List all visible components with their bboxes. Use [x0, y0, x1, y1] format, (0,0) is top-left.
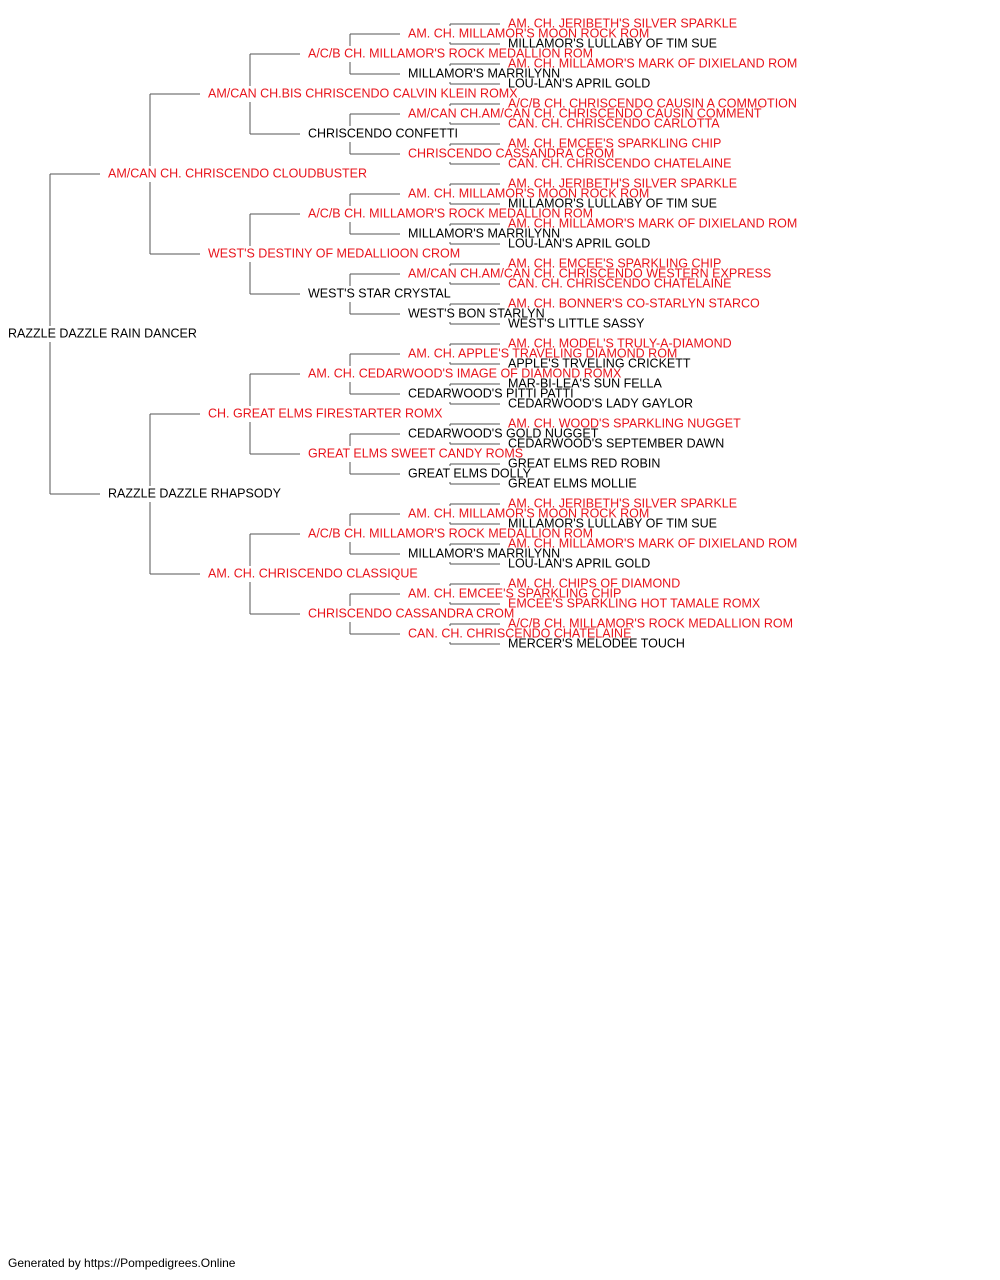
pedigree-name-gen5: CAN. CH. CHRISCENDO CHATELAINE — [508, 156, 731, 170]
pedigree-name-gen5: AM. CH. EMCEE'S SPARKLING CHIP — [508, 256, 721, 270]
pedigree-name-gen5: A/C/B CH. CHRISCENDO CAUSIN A COMMOTION — [508, 96, 797, 110]
pedigree-name-gen3: CHRISCENDO CONFETTI — [308, 126, 458, 140]
pedigree-name-gen4: AM/CAN CH.AM/CAN CH. CHRISCENDO WESTERN … — [408, 266, 771, 280]
pedigree-name-gen5: MERCER'S MELODEE TOUCH — [508, 636, 685, 650]
pedigree-name-gen4: AM. CH. EMCEE'S SPARKLING CHIP — [408, 586, 621, 600]
pedigree-name-gen2: WEST'S DESTINY OF MEDALLIOON CROM — [208, 246, 460, 260]
pedigree-name-gen3: CHRISCENDO CASSANDRA CROM — [308, 606, 514, 620]
pedigree-name-gen3: WEST'S STAR CRYSTAL — [308, 286, 451, 300]
pedigree-name-gen5: AM. CH. CHIPS OF DIAMOND — [508, 576, 680, 590]
pedigree-name-gen4: AM/CAN CH.AM/CAN CH. CHRISCENDO CAUSIN C… — [408, 106, 762, 120]
pedigree-name-gen1: RAZZLE DAZZLE RHAPSODY — [108, 486, 282, 500]
pedigree-name-gen3: AM. CH. CEDARWOOD'S IMAGE OF DIAMOND ROM… — [308, 366, 622, 380]
pedigree-name-gen5: MAR-BI-LEA'S SUN FELLA — [508, 376, 662, 390]
pedigree-name-gen5: AM. CH. MODEL'S TRULY-A-DIAMOND — [508, 336, 732, 350]
pedigree-name-gen5: LOU-LAN'S APRIL GOLD — [508, 76, 650, 90]
pedigree-name-gen3: A/C/B CH. MILLAMOR'S ROCK MEDALLION ROM — [308, 526, 593, 540]
pedigree-name-gen4: MILLAMOR'S MARRILYNN — [408, 66, 560, 80]
pedigree-name-gen5: MILLAMOR'S LULLABY OF TIM SUE — [508, 196, 717, 210]
pedigree-name-gen5: CEDARWOOD'S SEPTEMBER DAWN — [508, 436, 724, 450]
pedigree-name-gen4: MILLAMOR'S MARRILYNN — [408, 546, 560, 560]
pedigree-name-gen1: AM/CAN CH. CHRISCENDO CLOUDBUSTER — [108, 166, 367, 180]
pedigree-name-gen5: LOU-LAN'S APRIL GOLD — [508, 236, 650, 250]
pedigree-name-gen4: AM. CH. APPLE'S TRAVELING DIAMOND ROM — [408, 346, 677, 360]
pedigree-name-gen5: AM. CH. WOOD'S SPARKLING NUGGET — [508, 416, 741, 430]
generated-by-footer: Generated by https://Pompedigrees.Online — [8, 1256, 236, 1270]
pedigree-name-gen5: CAN. CH. CHRISCENDO CHATELAINE — [508, 276, 731, 290]
pedigree-name-gen0: RAZZLE DAZZLE RAIN DANCER — [8, 326, 197, 340]
pedigree-name-gen5: WEST'S LITTLE SASSY — [508, 316, 645, 330]
pedigree-name-gen4: WEST'S BON STARLYN — [408, 306, 545, 320]
pedigree-name-gen3: A/C/B CH. MILLAMOR'S ROCK MEDALLION ROM — [308, 206, 593, 220]
pedigree-name-gen3: GREAT ELMS SWEET CANDY ROMS — [308, 446, 523, 460]
pedigree-name-gen5: APPLE'S TRVELING CRICKETT — [508, 356, 691, 370]
pedigree-name-gen2: AM. CH. CHRISCENDO CLASSIQUE — [208, 566, 418, 580]
pedigree-name-gen5: AM. CH. MILLAMOR'S MARK OF DIXIELAND ROM — [508, 56, 797, 70]
pedigree-name-gen5: EMCEE'S SPARKLING HOT TAMALE ROMX — [508, 596, 761, 610]
pedigree-name-gen5: AM. CH. MILLAMOR'S MARK OF DIXIELAND ROM — [508, 216, 797, 230]
pedigree-name-gen4: CHRISCENDO CASSANDRA CROM — [408, 146, 614, 160]
pedigree-name-gen5: GREAT ELMS RED ROBIN — [508, 456, 660, 470]
pedigree-name-gen4: CEDARWOOD'S PITTI PATTI — [408, 386, 574, 400]
pedigree-name-gen4: GREAT ELMS DOLLY — [408, 466, 532, 480]
pedigree-name-gen5: LOU-LAN'S APRIL GOLD — [508, 556, 650, 570]
pedigree-name-gen5: MILLAMOR'S LULLABY OF TIM SUE — [508, 516, 717, 530]
pedigree-name-gen2: CH. GREAT ELMS FIRESTARTER ROMX — [208, 406, 443, 420]
pedigree-name-gen2: AM/CAN CH.BIS CHRISCENDO CALVIN KLEIN RO… — [208, 86, 518, 100]
pedigree-name-gen5: AM. CH. JERIBETH'S SILVER SPARKLE — [508, 16, 737, 30]
pedigree-name-gen4: AM. CH. MILLAMOR'S MOON ROCK ROM — [408, 26, 649, 40]
pedigree-name-gen5: AM. CH. JERIBETH'S SILVER SPARKLE — [508, 176, 737, 190]
pedigree-name-gen4: AM. CH. MILLAMOR'S MOON ROCK ROM — [408, 506, 649, 520]
pedigree-name-gen5: GREAT ELMS MOLLIE — [508, 476, 637, 490]
pedigree-name-gen4: CAN. CH. CHRISCENDO CHATELAINE — [408, 626, 631, 640]
pedigree-name-gen5: AM. CH. JERIBETH'S SILVER SPARKLE — [508, 496, 737, 510]
pedigree-name-gen4: MILLAMOR'S MARRILYNN — [408, 226, 560, 240]
pedigree-name-gen5: MILLAMOR'S LULLABY OF TIM SUE — [508, 36, 717, 50]
pedigree-name-gen5: CAN. CH. CHRISCENDO CARLOTTA — [508, 116, 720, 130]
pedigree-name-gen4: AM. CH. MILLAMOR'S MOON ROCK ROM — [408, 186, 649, 200]
pedigree-tree: AM. CH. JERIBETH'S SILVER SPARKLE MILLAMO… — [8, 16, 797, 650]
pedigree-name-gen5: AM. CH. EMCEE'S SPARKLING CHIP — [508, 136, 721, 150]
pedigree-name-gen5: A/C/B CH. MILLAMOR'S ROCK MEDALLION ROM — [508, 616, 793, 630]
pedigree-name-gen5: AM. CH. BONNER'S CO-STARLYN STARCO — [508, 296, 760, 310]
pedigree-name-gen3: A/C/B CH. MILLAMOR'S ROCK MEDALLION ROM — [308, 46, 593, 60]
pedigree-name-gen4: CEDARWOOD'S GOLD NUGGET — [408, 426, 599, 440]
pedigree-name-gen5: CEDARWOOD'S LADY GAYLOR — [508, 396, 693, 410]
pedigree-name-gen5: AM. CH. MILLAMOR'S MARK OF DIXIELAND ROM — [508, 536, 797, 550]
